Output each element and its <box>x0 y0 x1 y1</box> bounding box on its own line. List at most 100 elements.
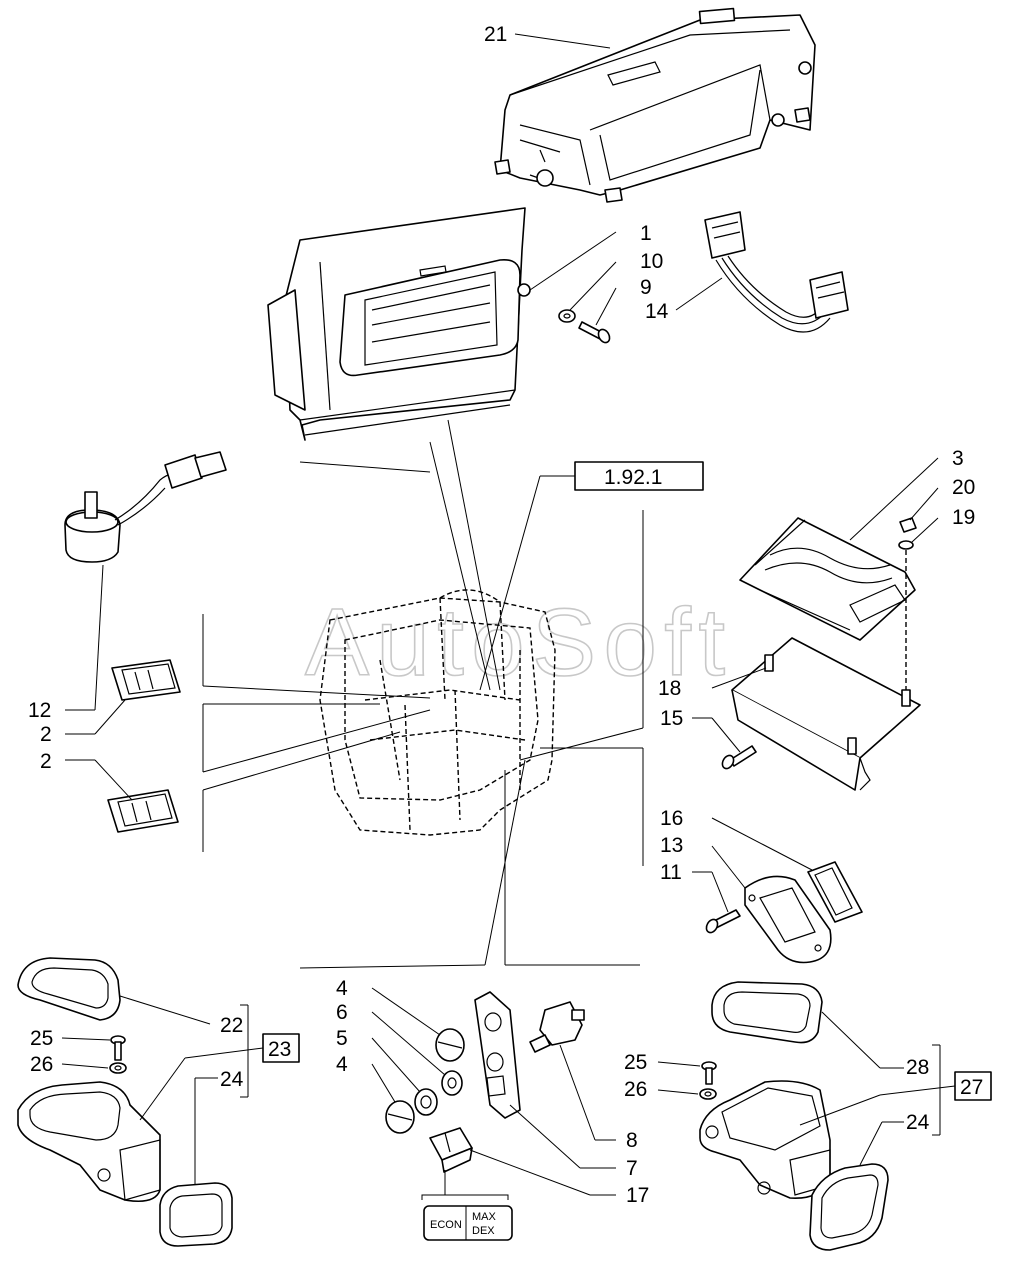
label-18: 18 <box>658 677 681 700</box>
leader-25b <box>657 1061 701 1067</box>
label-25a: 25 <box>30 1027 53 1050</box>
label-24b: 24 <box>906 1111 930 1134</box>
leader-26a <box>61 1063 109 1069</box>
leader-23 <box>184 1047 264 1059</box>
legend-bracket <box>421 1194 509 1200</box>
leader-7 <box>509 1104 581 1169</box>
part-28-seal <box>711 981 823 1044</box>
leader-20 <box>909 487 939 521</box>
label-24a: 24 <box>220 1068 244 1091</box>
part-duct-right <box>699 1080 831 1199</box>
leader-28 <box>821 1011 881 1069</box>
part-16-gasket <box>807 861 863 923</box>
label-23: 23 <box>268 1038 291 1061</box>
leader-15b <box>711 717 741 753</box>
leader-2b-b <box>94 759 133 801</box>
label-4b: 4 <box>336 1053 348 1076</box>
leader-21 <box>514 33 611 49</box>
part-18-mounting-plate <box>731 637 921 791</box>
label-9: 9 <box>640 276 652 299</box>
part-13-gasket-frame <box>744 875 832 964</box>
label-17: 17 <box>626 1184 649 1207</box>
leader-27b <box>799 1094 881 1126</box>
part-15-screw <box>721 745 757 770</box>
leader-8 <box>559 1044 596 1141</box>
part-8-switch-body <box>529 1001 585 1053</box>
label-22: 22 <box>220 1014 243 1037</box>
label-5: 5 <box>336 1027 348 1050</box>
label-7: 7 <box>626 1157 638 1180</box>
part-21-heater-unit <box>494 7 816 203</box>
part-4-knob-a <box>435 1028 465 1062</box>
cab-frame <box>319 589 556 836</box>
part-12-potentiometer <box>64 451 227 563</box>
reference-box-text: 1.92.1 <box>604 466 662 489</box>
label-28: 28 <box>906 1056 929 1079</box>
part-22-seal <box>17 957 121 1021</box>
part-4-knob-b <box>385 1100 415 1134</box>
leader-3 <box>849 457 939 541</box>
part-3-control-module <box>739 517 916 641</box>
switch-legend: ECON MAX DEX <box>423 1205 513 1241</box>
legend-econ: ECON <box>430 1219 462 1231</box>
part-25-screw-b <box>701 1061 717 1085</box>
legend-dex: DEX <box>472 1225 495 1237</box>
leader-19 <box>911 517 939 543</box>
label-20: 20 <box>952 476 975 499</box>
label-27: 27 <box>960 1076 983 1099</box>
label-2b: 2 <box>40 750 52 773</box>
leader-23b <box>139 1057 186 1121</box>
part-17-rocker-switch <box>429 1127 473 1173</box>
leader-2a-b <box>94 699 126 735</box>
part-26-washer-b <box>699 1088 717 1100</box>
leader-16 <box>711 817 813 871</box>
label-2a: 2 <box>40 723 52 746</box>
label-1: 1 <box>640 222 652 245</box>
part-24-seal-a <box>159 1182 233 1247</box>
label-12: 12 <box>28 699 51 722</box>
leader-12b <box>94 564 104 711</box>
leader-22 <box>119 995 211 1025</box>
label-26b: 26 <box>624 1078 647 1101</box>
leader-25a <box>61 1037 111 1041</box>
label-10: 10 <box>640 250 663 273</box>
label-8: 8 <box>626 1129 638 1152</box>
leader-10 <box>569 261 617 311</box>
part-20-nut <box>899 517 917 533</box>
frame-reference-lines <box>202 419 644 969</box>
part-10-washer <box>558 309 576 323</box>
leader-4a <box>371 987 441 1036</box>
reference-box <box>574 461 704 491</box>
part-2-switch-a <box>111 659 181 701</box>
leader-4b <box>371 1063 396 1103</box>
leader-17 <box>469 1149 591 1196</box>
leader-6 <box>371 1011 446 1076</box>
label-23-box <box>262 1033 300 1063</box>
leader-27 <box>879 1085 956 1096</box>
leader-ref-2 <box>479 475 541 691</box>
part-14-wiring-harness <box>704 211 849 333</box>
part-24-seal-b <box>809 1163 889 1251</box>
label-21: 21 <box>484 23 507 46</box>
part-duct-left <box>17 1081 161 1203</box>
part-6-washer <box>441 1070 463 1096</box>
leader-5 <box>371 1037 421 1093</box>
label-3: 3 <box>952 447 964 470</box>
leader-24b-b <box>859 1121 883 1166</box>
label-14: 14 <box>645 300 669 323</box>
label-11: 11 <box>660 861 682 884</box>
leader-13 <box>711 845 746 889</box>
part-2-switch-b <box>107 789 179 833</box>
part-7-control-plate <box>474 991 521 1119</box>
part-11-screw <box>705 909 741 934</box>
label-4a: 4 <box>336 977 348 1000</box>
leader-26b <box>657 1089 699 1095</box>
label-25b: 25 <box>624 1051 647 1074</box>
part-19-washer <box>898 540 914 550</box>
part-26-washer-a <box>109 1062 127 1074</box>
label-13: 13 <box>660 834 683 857</box>
label-19: 19 <box>952 506 975 529</box>
leader-1 <box>529 231 617 291</box>
part-1-panel-housing <box>267 207 531 441</box>
